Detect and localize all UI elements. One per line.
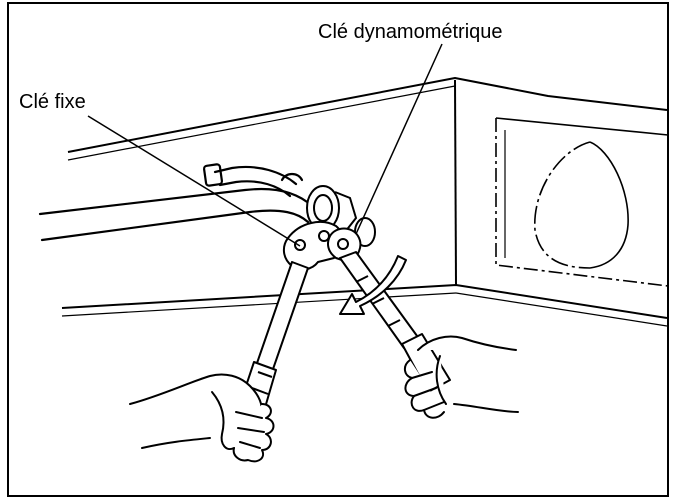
scale-mark-1 bbox=[355, 275, 369, 283]
fixed-wrench-rivet bbox=[318, 230, 330, 242]
pipe-upper-bottom bbox=[40, 209, 310, 242]
unit-top-edge bbox=[67, 77, 668, 153]
left-hand-back bbox=[129, 373, 263, 421]
unit-bottom-right-inner bbox=[455, 292, 668, 327]
unit-top-inner-edge bbox=[67, 85, 456, 161]
unit-bottom-edge bbox=[61, 284, 668, 319]
pipe-small-top bbox=[213, 165, 298, 186]
fixed-wrench-pivot bbox=[294, 239, 306, 251]
torque-wrench-label: Clé dynamométrique bbox=[318, 21, 503, 43]
fixed-wrench-shaft bbox=[255, 261, 309, 373]
fixed-wrench-label: Clé fixe bbox=[19, 91, 86, 113]
vent-frame bbox=[495, 118, 669, 287]
right-hand-knuckles bbox=[411, 371, 445, 411]
rotation-arrow bbox=[339, 255, 407, 315]
left-hand-knuckles bbox=[235, 411, 265, 449]
pipe-clip bbox=[280, 172, 304, 182]
fixed-wrench-leader bbox=[87, 115, 301, 247]
right-hand-wrist bbox=[453, 403, 519, 413]
diagram-border bbox=[7, 2, 669, 497]
torque-wrench-pivot bbox=[337, 238, 349, 250]
union-body bbox=[334, 191, 358, 233]
pipe-small-bottom bbox=[218, 180, 292, 198]
rotation-arrow-shape bbox=[339, 255, 407, 315]
right-hand bbox=[404, 335, 519, 419]
right-hand-thumb bbox=[435, 355, 447, 405]
flare-union bbox=[306, 185, 376, 247]
left-hand-wrist bbox=[141, 437, 211, 449]
left-hand-fingers bbox=[232, 403, 275, 463]
vent-top bbox=[495, 117, 669, 136]
right-hand-back bbox=[417, 335, 517, 351]
fan-outline-right bbox=[589, 141, 629, 269]
fan-outline bbox=[534, 141, 591, 269]
grip-line-2 bbox=[251, 387, 269, 395]
flare-nut-inner bbox=[313, 194, 333, 222]
small-pipe-nut bbox=[202, 163, 224, 187]
scale-mark-2 bbox=[371, 297, 385, 305]
unit-corner-edge bbox=[454, 79, 457, 286]
indoor-unit bbox=[61, 77, 669, 327]
grip-line-1 bbox=[257, 371, 273, 378]
scale-mark-3 bbox=[387, 319, 401, 327]
left-hand-thumb bbox=[211, 391, 235, 450]
left-hand bbox=[129, 373, 275, 463]
torque-wrench-leader bbox=[355, 43, 443, 235]
unit-bottom-inner-edge bbox=[61, 292, 457, 317]
